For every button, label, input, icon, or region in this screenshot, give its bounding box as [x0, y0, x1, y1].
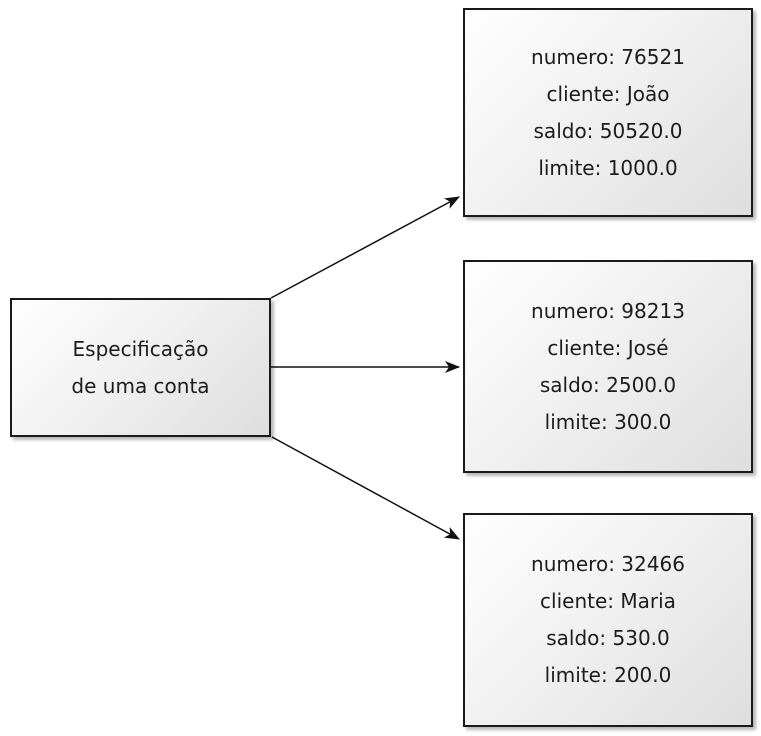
account-1-cliente: cliente: João [546, 81, 670, 106]
account-2-saldo: saldo: 2500.0 [539, 372, 677, 397]
edge-to-account-3-arrow [271, 436, 460, 540]
source-node-label-line-2: de uma conta [71, 373, 210, 398]
account-3-cliente: cliente: Maria [540, 589, 676, 613]
account-1-numero: numero: 76521 [531, 44, 685, 69]
account-node-2: numero: 98213 cliente: José saldo: 2500.… [463, 260, 753, 473]
account-3-limite: limite: 200.0 [544, 663, 672, 687]
account-3-saldo: saldo: 530.0 [546, 626, 670, 650]
account-3-numero: numero: 32466 [531, 552, 685, 576]
source-node: Especificação de uma conta [10, 298, 271, 437]
account-node-3: numero: 32466 cliente: Maria saldo: 530.… [463, 513, 753, 727]
source-node-label-line-1: Especificação [72, 336, 209, 361]
account-2-limite: limite: 300.0 [544, 409, 672, 434]
account-node-1: numero: 76521 cliente: João saldo: 50520… [463, 8, 753, 217]
account-1-limite: limite: 1000.0 [538, 155, 678, 180]
account-2-numero: numero: 98213 [531, 298, 685, 323]
account-2-cliente: cliente: José [547, 335, 669, 360]
edge-to-account-1-arrow [270, 196, 460, 299]
account-1-saldo: saldo: 50520.0 [533, 118, 683, 143]
